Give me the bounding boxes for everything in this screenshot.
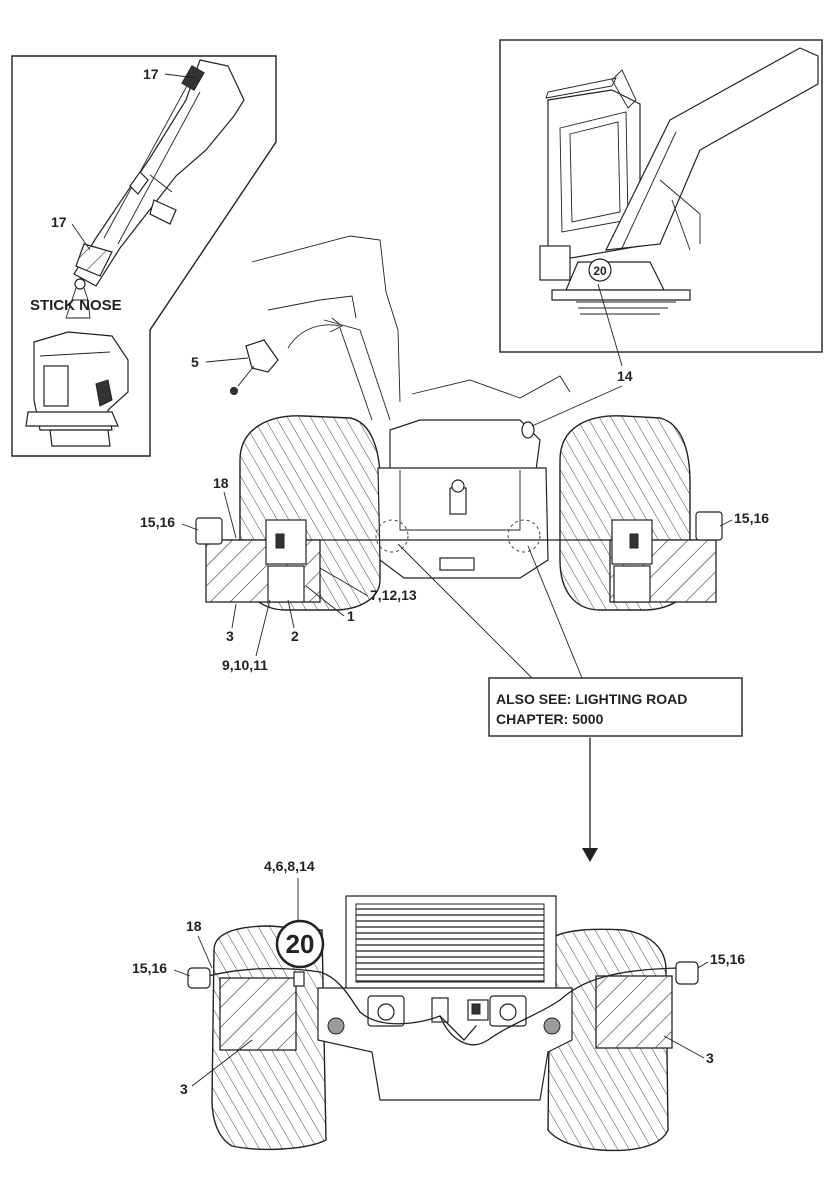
machine-rear-view	[195, 235, 723, 611]
callout-9-10-11: 9,10,11	[222, 657, 268, 673]
callout-20-small: 20	[593, 264, 607, 278]
callout-17-bottom: 17	[51, 214, 67, 230]
callout-17-top: 17	[143, 66, 159, 82]
callout-18-top: 18	[213, 475, 229, 491]
reference-note: ALSO SEE: LIGHTING ROAD CHAPTER: 5000	[488, 677, 743, 862]
callout-15-16-right: 15,16	[734, 510, 769, 526]
note-line-1: ALSO SEE: LIGHTING ROAD	[496, 691, 687, 707]
inset-stick-nose: 17 17 STICK NOSE	[11, 55, 277, 457]
callout-20-big: 20	[286, 929, 315, 959]
callout-14: 14	[617, 368, 633, 384]
callout-3-bottom-right: 3	[706, 1050, 714, 1066]
label-stick-nose: STICK NOSE	[30, 297, 122, 314]
callout-15-16-bottom-right: 15,16	[710, 951, 745, 967]
callout-3-top: 3	[226, 628, 234, 644]
note-line-2: CHAPTER: 5000	[496, 711, 604, 727]
middle-callouts: 5 14 18 15,16 15,16 3 2 1 7,12,13 9,10,1…	[140, 283, 769, 679]
callout-15-16-left: 15,16	[140, 514, 175, 530]
callout-3-bottom-left: 3	[180, 1081, 188, 1097]
inset-cab: 20	[499, 39, 823, 353]
callout-7-12-13: 7,12,13	[370, 587, 417, 603]
callout-18-bottom: 18	[186, 918, 202, 934]
callout-5: 5	[191, 354, 199, 370]
callout-1: 1	[347, 608, 355, 624]
callout-4-6-8-14: 4,6,8,14	[264, 858, 315, 874]
callout-2: 2	[291, 628, 299, 644]
callout-15-16-bottom-left: 15,16	[132, 960, 167, 976]
machine-rear-closeup: 20	[187, 895, 699, 1152]
bottom-callouts: 4,6,8,14 18 15,16 15,16 3 3	[132, 858, 745, 1097]
